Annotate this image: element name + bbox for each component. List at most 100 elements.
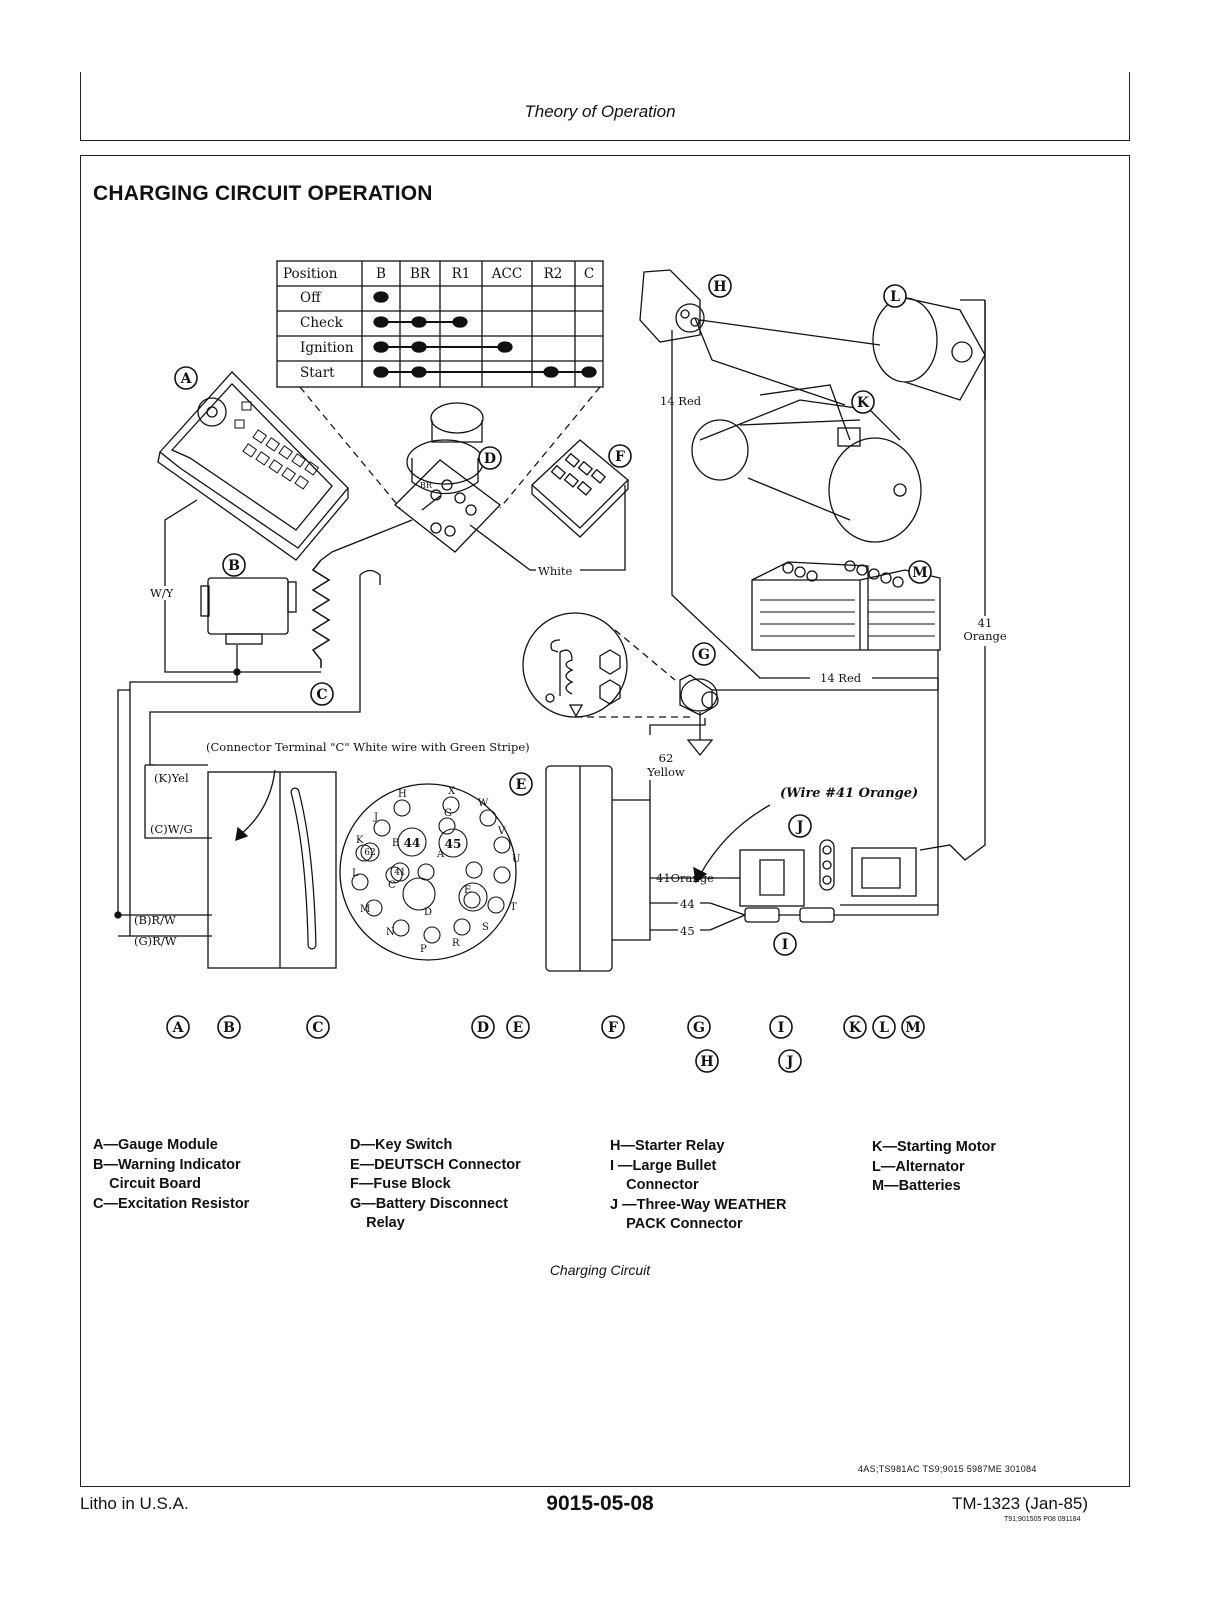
label-k-yel: (K)Yel [154, 771, 189, 785]
switch-table-text: Position B BR R1 ACC R2 C Off Check Igni… [283, 266, 594, 381]
alternator-drawing [872, 297, 986, 401]
battery-disconnect-relay-drawing [522, 612, 719, 718]
pin-h: H [398, 789, 407, 800]
legend-m: M—Batteries [872, 1178, 961, 1194]
callout-d: D [484, 451, 496, 467]
legend-column-4: K—Starting Motor L—Alternator M—Batterie… [872, 1138, 996, 1197]
ref-d: D [477, 1020, 489, 1036]
pin-t: T [510, 902, 517, 913]
label-14red-b: 14 Red [820, 671, 862, 685]
legend-d: D—Key Switch [350, 1137, 453, 1153]
ref-a: A [172, 1020, 185, 1036]
footer-ref-code: T91;901505 P08 091184 [1004, 1516, 1081, 1523]
legend-j-cont: PACK Connector [610, 1216, 743, 1232]
pin-m: M [360, 904, 370, 915]
table-row-start: Start [300, 365, 335, 381]
key-switch-drawing [394, 402, 501, 553]
legend-g: G—Battery Disconnect [350, 1195, 508, 1212]
legend-column-3: H—Starter Relay I —Large Bullet Connecto… [610, 1137, 786, 1235]
legend-j: J —Three-Way WEATHER [610, 1196, 787, 1213]
starting-motor-drawing [691, 384, 922, 543]
legend-k: K—Starting Motor [872, 1139, 997, 1155]
callout-f: F [615, 449, 625, 465]
label-14red-a: 14 Red [660, 394, 702, 408]
pin-e: E [464, 885, 471, 896]
callout-k: K [857, 395, 870, 411]
pin-41: 41 [394, 868, 405, 878]
pin-c: C [388, 880, 396, 891]
legend-l: L—Alternator [872, 1158, 965, 1175]
callout-a: A [180, 371, 193, 387]
ref-c: C [312, 1020, 323, 1036]
callout-l: L [890, 289, 900, 305]
pin-g: G [444, 808, 452, 819]
label-handnote: (Wire #41 Orange) [780, 786, 918, 801]
label-connector-note: (Connector Terminal "C" White wire with … [206, 740, 530, 754]
legend-b-cont: Circuit Board [93, 1176, 201, 1192]
callout-c: C [316, 687, 327, 703]
callout-g: G [698, 647, 710, 663]
pin-44: 44 [404, 836, 421, 850]
ref-f: F [608, 1020, 618, 1036]
warning-indicator-board-drawing [200, 577, 297, 645]
callout-m: M [912, 565, 928, 581]
label-wy: W/Y [150, 586, 174, 600]
deutsch-pin-labels: H X J W G K B 44 A 45 V 62 41 U L C E T … [352, 786, 520, 955]
legend-column-1: A—Gauge Module B—Warning Indicator Circu… [93, 1136, 249, 1214]
pin-x: X [448, 786, 456, 797]
section-title: CHARGING CIRCUIT OPERATION [93, 182, 433, 205]
header-box [80, 72, 1130, 141]
switch-position-table [276, 260, 604, 388]
pin-u: U [512, 854, 520, 865]
legend-b: B—Warning Indicator [93, 1156, 241, 1173]
ref-k: K [849, 1020, 862, 1036]
pin-l: L [352, 868, 359, 879]
ref-e: E [513, 1020, 524, 1036]
label-yellow: Yellow [646, 765, 685, 779]
callout-h: H [713, 279, 726, 295]
label-41: 41 [978, 616, 993, 630]
table-row-off: Off [300, 290, 322, 306]
table-header-r1: R1 [452, 266, 471, 282]
pin-r: R [452, 938, 460, 949]
legend-h: H—Starter Relay [610, 1138, 725, 1154]
pin-n: N [386, 927, 395, 938]
legend-a: A—Gauge Module [93, 1137, 218, 1153]
table-row-ignition: Ignition [300, 340, 354, 356]
ref-h: H [700, 1054, 713, 1070]
callout-circles [166, 274, 932, 1073]
label-c-wg: (C)W/G [150, 822, 193, 836]
label-62: 62 [659, 751, 674, 765]
pin-45: 45 [445, 837, 462, 851]
label-45: 45 [680, 924, 695, 938]
legend-f: F—Fuse Block [350, 1176, 451, 1192]
legend-i-cont: Connector [610, 1177, 699, 1193]
ref-j: J [785, 1054, 794, 1070]
callout-e: E [516, 777, 527, 793]
pin-v: V [497, 826, 506, 837]
legend-c: C—Excitation Resistor [93, 1195, 250, 1212]
callout-b: B [228, 558, 240, 574]
ref-g: G [693, 1020, 705, 1036]
label-b-rw: (B)R/W [134, 913, 176, 927]
pin-w: W [478, 798, 489, 809]
pin-p: P [420, 944, 427, 955]
table-row-check: Check [300, 315, 344, 331]
ref-l: L [879, 1020, 889, 1036]
table-header-position: Position [283, 266, 338, 282]
label-orange: Orange [963, 629, 1007, 643]
footer-manual-id: TM-1323 (Jan-85) [952, 1494, 1089, 1513]
figure-caption: Charging Circuit [549, 1262, 651, 1278]
legend-column-2: D—Key Switch E—DEUTSCH Connector F—Fuse … [350, 1136, 521, 1234]
label-white: White [538, 564, 573, 578]
callout-j: J [795, 819, 804, 835]
pin-k: K [356, 835, 364, 846]
table-header-br: BR [410, 266, 431, 282]
label-41orange-pin: 41Orange [656, 871, 714, 885]
wire-labels: W/Y White 14 Red 14 Red 41 Orange (Conne… [134, 394, 1014, 948]
page-header-title: Theory of Operation [524, 102, 676, 121]
table-header-acc: ACC [491, 266, 522, 282]
footer-page-number: 9015-05-08 [546, 1492, 654, 1515]
pin-b: B [392, 838, 399, 849]
